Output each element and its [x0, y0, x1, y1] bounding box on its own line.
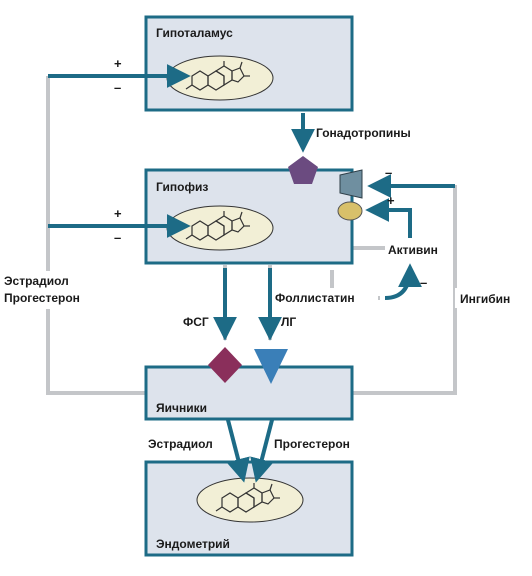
minus-sign: – [420, 275, 427, 290]
fsh-label: ФСГ [183, 315, 209, 329]
lh-label: ЛГ [281, 315, 296, 329]
pentagon-icon [288, 156, 318, 184]
estradiol-progesterone-label-line1: Эстрадиол [4, 274, 69, 288]
plus-sign: + [114, 206, 122, 221]
plus-sign: + [387, 193, 395, 208]
activin-receptor-icon [337, 201, 363, 221]
endometrium-box: Эндометрий [144, 460, 354, 557]
ovaries-box: Яичники [144, 365, 354, 421]
pituitary-title: Гипофиз [156, 180, 208, 194]
triangle-down-icon [254, 349, 288, 384]
hypothalamus-title: Гипоталамус [156, 26, 233, 40]
hypothalamus-box: Гипоталамус [144, 15, 354, 112]
endometrium-title: Эндометрий [156, 537, 230, 551]
minus-sign: – [114, 80, 121, 95]
inhibin-label: Ингибин [460, 292, 510, 306]
minus-sign: – [114, 230, 121, 245]
ovaries-title: Яичники [156, 401, 207, 415]
activin-label: Активин [388, 243, 438, 257]
pituitary-box: Гипофиз [144, 168, 354, 265]
minus-sign: – [385, 165, 392, 180]
estradiol-label: Эстрадиол [148, 437, 213, 451]
arrows [48, 64, 455, 483]
plus-sign: + [114, 56, 122, 71]
diamond-icon [208, 347, 242, 383]
follistatin-label: Фоллистатин [275, 291, 355, 305]
progesterone-label: Прогестерон [274, 437, 350, 451]
receptor-icon [339, 169, 363, 199]
estradiol-progesterone-label-line2: Прогестерон [4, 291, 80, 305]
gonadotropins-label: Гонадотропины [316, 126, 411, 140]
